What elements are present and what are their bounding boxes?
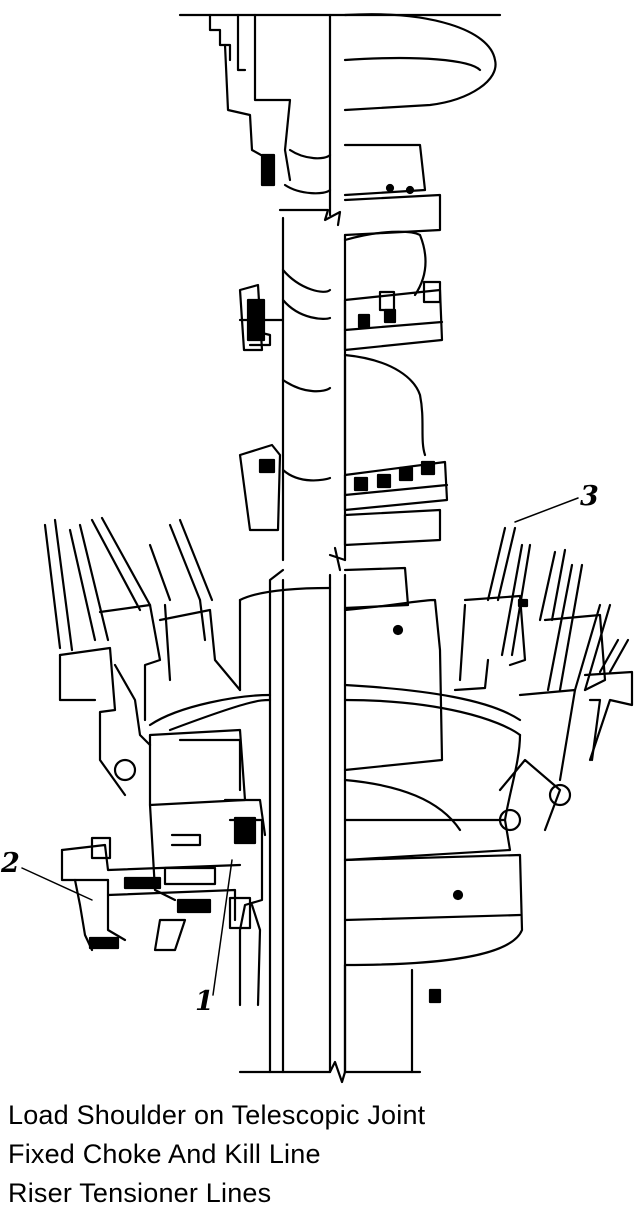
tensioner-ring <box>148 586 524 1074</box>
telescopic-joint-diagram: 1 2 3 <box>0 13 634 1084</box>
upper-riser-joint <box>278 143 442 562</box>
middle-flange <box>343 230 444 472</box>
legend-item-3: Riser Tensioner Lines <box>8 1178 272 1208</box>
inner-barrel <box>268 566 444 1074</box>
tensioner-frames-right <box>453 594 634 832</box>
lower-flange <box>328 460 449 572</box>
bottom-break-line <box>238 1060 422 1084</box>
top-frame <box>178 13 502 217</box>
legend: Load Shoulder on Telescopic Joint Fixed … <box>8 1096 628 1213</box>
legend-item-1: Load Shoulder on Telescopic Joint <box>8 1100 426 1130</box>
tensioner-lines <box>43 516 630 692</box>
callout-2-leader <box>21 867 93 901</box>
callout-2-number: 2 <box>0 848 20 879</box>
callout-1-number: 1 <box>195 986 214 1017</box>
callout-1-leader <box>212 859 233 996</box>
tensioner-frames-left <box>58 598 242 797</box>
left-clamp <box>238 268 332 562</box>
callout-3-leader <box>514 497 579 523</box>
callout-1: 1 <box>195 859 233 1017</box>
callout-3-number: 3 <box>580 481 599 512</box>
callout-3: 3 <box>514 481 599 523</box>
legend-item-2: Fixed Choke And Kill Line <box>8 1139 321 1169</box>
callout-2: 2 <box>0 848 93 901</box>
choke-kill-assembly <box>60 728 267 1007</box>
